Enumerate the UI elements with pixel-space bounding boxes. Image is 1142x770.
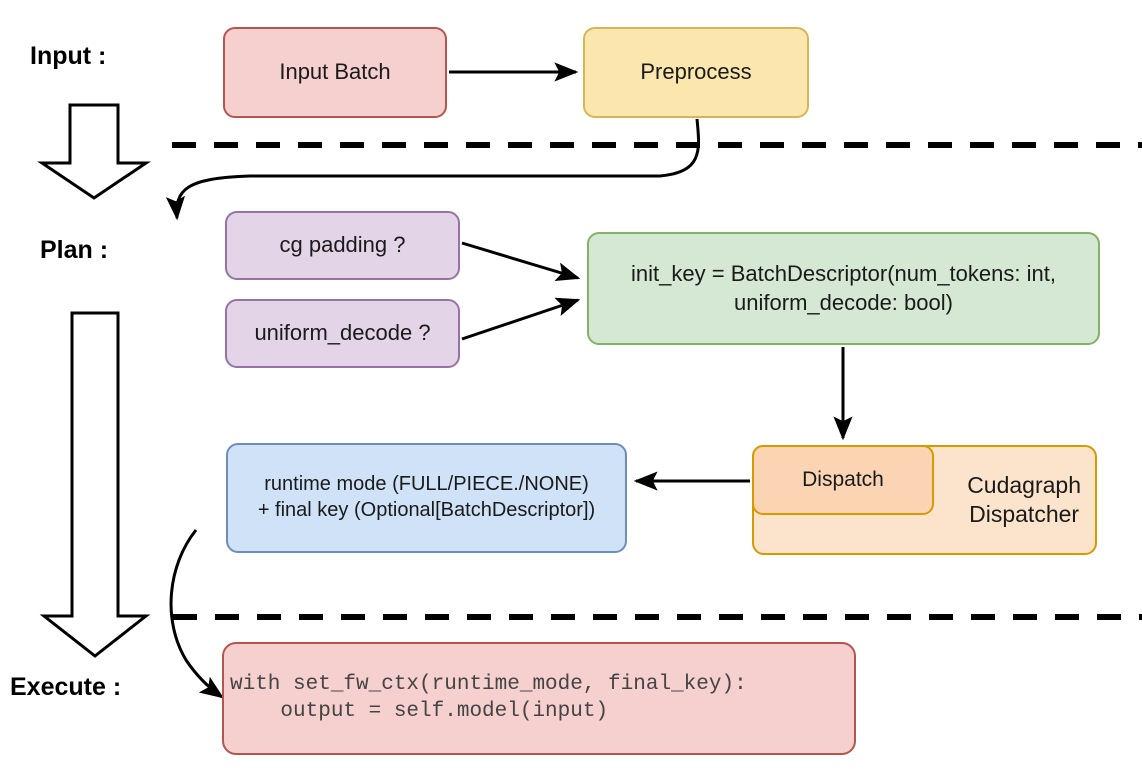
node-exec-code-line2: output = self.model(input) (230, 699, 609, 723)
node-input-batch-label: Input Batch (279, 59, 391, 85)
node-preprocess-label: Preprocess (640, 59, 752, 85)
node-init-key[interactable]: init_key = BatchDescriptor(num_tokens: i… (587, 232, 1100, 345)
edge-preprocess-to-cg-padding (165, 118, 700, 221)
node-dispatch[interactable]: Dispatch (752, 445, 934, 515)
edge-runtime-mode-to-exec-code (169, 529, 224, 699)
node-uniform-decode-label: uniform_decode ? (254, 320, 431, 346)
node-cg-padding[interactable]: cg padding ? (225, 211, 460, 280)
stage-label-plan: Plan : (40, 236, 109, 264)
input-to-plan-arrow (37, 103, 151, 200)
node-cudagraph-dispatcher-line2: Dispatcher (969, 501, 1080, 527)
node-cudagraph-dispatcher-line1: Cudagraph (967, 471, 1081, 498)
node-runtime-mode[interactable]: runtime mode (FULL/PIECE./NONE) + final … (226, 443, 627, 553)
node-exec-code[interactable]: with set_fw_ctx(runtime_mode, final_key)… (222, 642, 856, 755)
edge-uniform-decode-to-init-key (461, 297, 581, 341)
node-exec-code-text: with set_fw_ctx(runtime_mode, final_key)… (224, 672, 747, 726)
node-cudagraph-dispatcher-text: Cudagraph Dispatcher (967, 471, 1081, 530)
node-exec-code-line1: with set_fw_ctx(runtime_mode, final_key)… (230, 672, 747, 696)
node-dispatch-label: Dispatch (802, 467, 884, 491)
node-init-key-line1: init_key = BatchDescriptor(num_tokens: i… (631, 261, 1056, 287)
node-cg-padding-label: cg padding ? (279, 232, 406, 258)
node-input-batch[interactable]: Input Batch (223, 27, 447, 118)
plan-to-execute-arrow (39, 311, 151, 658)
node-init-key-line2: uniform_decode: bool) (734, 289, 953, 315)
node-runtime-mode-line2: + final key (Optional[BatchDescriptor]) (257, 499, 596, 521)
node-preprocess[interactable]: Preprocess (583, 27, 809, 118)
node-runtime-mode-line1: runtime mode (FULL/PIECE./NONE) (264, 473, 589, 496)
node-init-key-text: init_key = BatchDescriptor(num_tokens: i… (589, 260, 1098, 316)
edge-cg-padding-to-init-key (461, 241, 581, 281)
node-runtime-mode-text: runtime mode (FULL/PIECE./NONE) + final … (228, 472, 625, 523)
stage-label-input: Input : (30, 42, 107, 70)
node-uniform-decode[interactable]: uniform_decode ? (225, 299, 460, 368)
stage-label-execute: Execute : (10, 673, 122, 701)
